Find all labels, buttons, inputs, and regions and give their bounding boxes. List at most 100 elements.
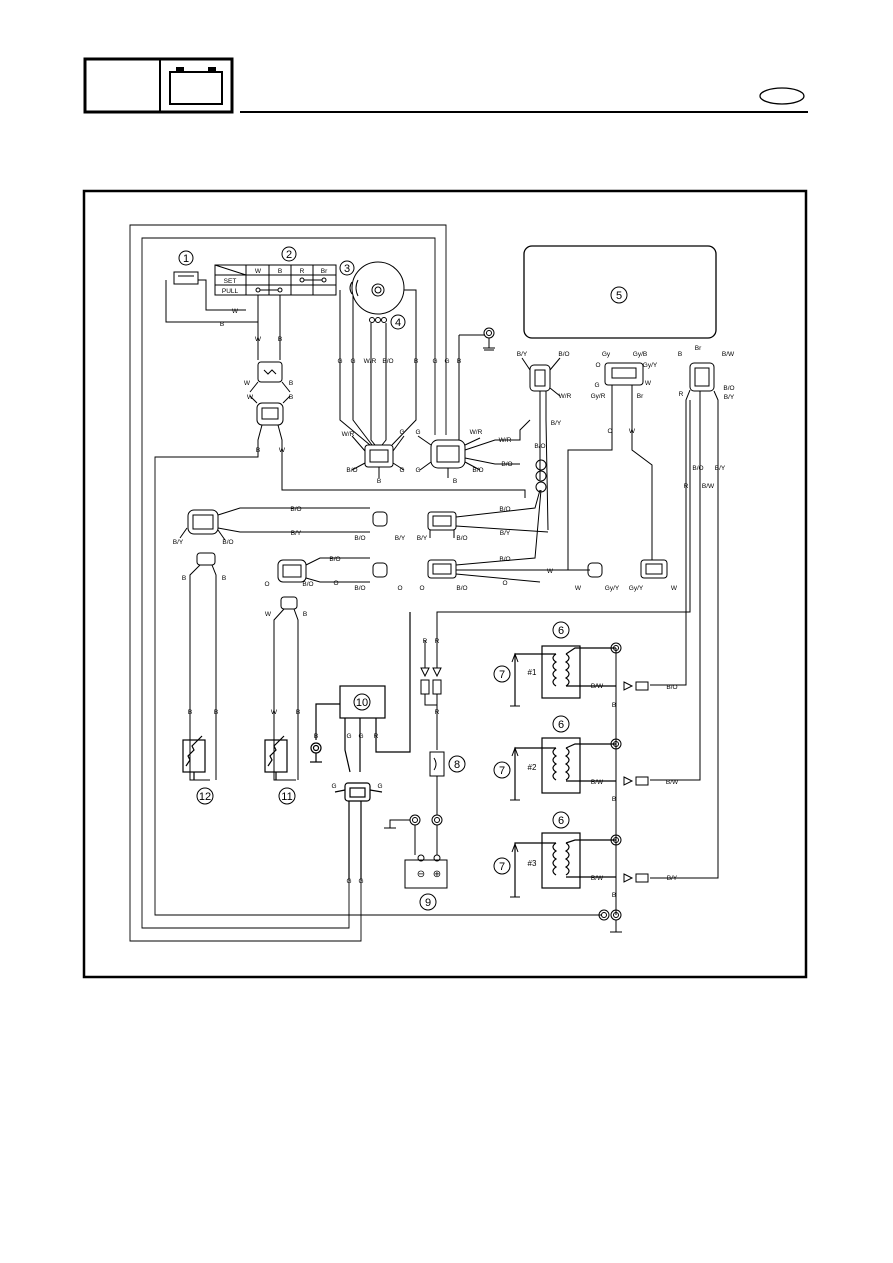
cylinder-1-label: #1 xyxy=(528,668,537,677)
wire-label: G xyxy=(350,358,355,365)
wire-label: W xyxy=(271,709,278,716)
wire-label: B/O xyxy=(456,535,467,542)
plug-grounds xyxy=(510,652,520,898)
wire-label: B/Y xyxy=(517,351,528,358)
component-11-sensor xyxy=(264,735,288,780)
cylinder-2-label: #2 xyxy=(528,763,537,772)
wire-label: Br xyxy=(637,393,644,400)
wire-label: B xyxy=(278,336,282,343)
wire-label: B/O xyxy=(501,461,512,468)
wire-label: W xyxy=(645,380,652,387)
table-row-set: SET xyxy=(224,278,237,285)
middle-connector-group xyxy=(273,489,668,781)
wire-label: B/O xyxy=(666,684,677,691)
wire-label: O xyxy=(502,580,507,587)
wire-label: B xyxy=(678,351,682,358)
wire-label: Gy/Y xyxy=(629,585,644,592)
wire-label: G xyxy=(358,733,363,740)
wire-label: B/O xyxy=(354,585,365,592)
component-10-unit xyxy=(310,612,411,880)
wire-label: G xyxy=(346,878,351,885)
wire-label: W xyxy=(244,380,251,387)
wire-label: R xyxy=(374,733,379,740)
language-badge xyxy=(759,87,805,105)
wire-label: Gy xyxy=(602,351,611,358)
battery-minus: ⊖ xyxy=(417,869,425,880)
callout-11: 11 xyxy=(281,791,292,803)
component-2-switch-table xyxy=(214,264,337,360)
callout-2: 2 xyxy=(286,249,292,261)
wire-label: B xyxy=(182,575,186,582)
wire-label: B/O xyxy=(723,385,734,392)
wire-label: G xyxy=(331,783,336,790)
wire-label: W xyxy=(671,585,678,592)
wire-label: W xyxy=(265,611,272,618)
callouts xyxy=(178,246,628,911)
table-col-br: Br xyxy=(321,268,328,275)
wire-label: G xyxy=(377,783,382,790)
wire-label: B/O xyxy=(472,467,483,474)
ignition-coil-2 xyxy=(514,737,616,800)
component-3-4-stator xyxy=(339,261,417,446)
header xyxy=(83,57,808,114)
callout-6a: 6 xyxy=(558,625,564,637)
wire-label: W xyxy=(255,336,262,343)
callout-9: 9 xyxy=(425,897,431,909)
wire-label: B/Y xyxy=(551,420,562,427)
wire-label: B xyxy=(220,321,224,328)
wire-label: B xyxy=(612,702,616,709)
wire-label: G xyxy=(415,467,420,474)
callout-1: 1 xyxy=(183,253,189,265)
coil-ground-bus xyxy=(598,642,649,933)
wire-label: B/Y xyxy=(724,394,735,401)
wire-label: G xyxy=(415,429,420,436)
wire-label: Gy/Y xyxy=(605,585,620,592)
wire-label: W/R xyxy=(470,429,483,436)
wire-label: B xyxy=(222,575,226,582)
wire-label: B xyxy=(188,709,192,716)
wire-label: B xyxy=(414,358,418,365)
callout-4: 4 xyxy=(395,317,401,329)
wire-label: B/W xyxy=(591,875,604,882)
wire-label: B/W xyxy=(591,683,604,690)
wire-label: W/R xyxy=(342,431,355,438)
table-col-r: R xyxy=(300,268,305,275)
callout-8: 8 xyxy=(454,759,460,771)
wire-label: B/O xyxy=(290,506,301,513)
battery-icon xyxy=(169,67,223,105)
wire-label: R xyxy=(435,709,440,716)
wire-label: B xyxy=(457,358,461,365)
switch-connectors xyxy=(249,361,526,498)
callout-7a: 7 xyxy=(499,669,505,681)
wire-label: Br xyxy=(695,345,702,352)
wire-label: G xyxy=(399,467,404,474)
wire-label: B xyxy=(303,611,307,618)
wire-label: B xyxy=(296,709,300,716)
wire-label: O xyxy=(595,362,600,369)
wire-label: B xyxy=(377,478,381,485)
wire-label: B xyxy=(314,733,318,740)
wire-label: B/O xyxy=(354,535,365,542)
wire-label: W xyxy=(575,585,582,592)
wire-label: B/Y xyxy=(395,535,406,542)
wire-label: B/O xyxy=(499,506,510,513)
component-5-cdi-unit xyxy=(523,245,717,339)
wire-label: R xyxy=(679,391,684,398)
wire-label: O xyxy=(333,580,338,587)
wire-label: B/W xyxy=(591,779,604,786)
wire-label: G xyxy=(346,733,351,740)
wire-label: W/R xyxy=(559,393,572,400)
wire-label: G xyxy=(399,429,404,436)
callout-5: 5 xyxy=(616,290,622,302)
harness-loops xyxy=(129,224,602,942)
wire-label: G xyxy=(444,358,449,365)
wire-label: W xyxy=(247,394,254,401)
callout-6c: 6 xyxy=(558,815,564,827)
callout-3: 3 xyxy=(344,263,350,275)
callout-10: 10 xyxy=(356,697,368,709)
wire-label: B/O xyxy=(534,443,545,450)
wire-label: W xyxy=(547,568,554,575)
battery-plus: ⊕ xyxy=(433,869,441,880)
table-row-pull: PULL xyxy=(222,288,239,295)
